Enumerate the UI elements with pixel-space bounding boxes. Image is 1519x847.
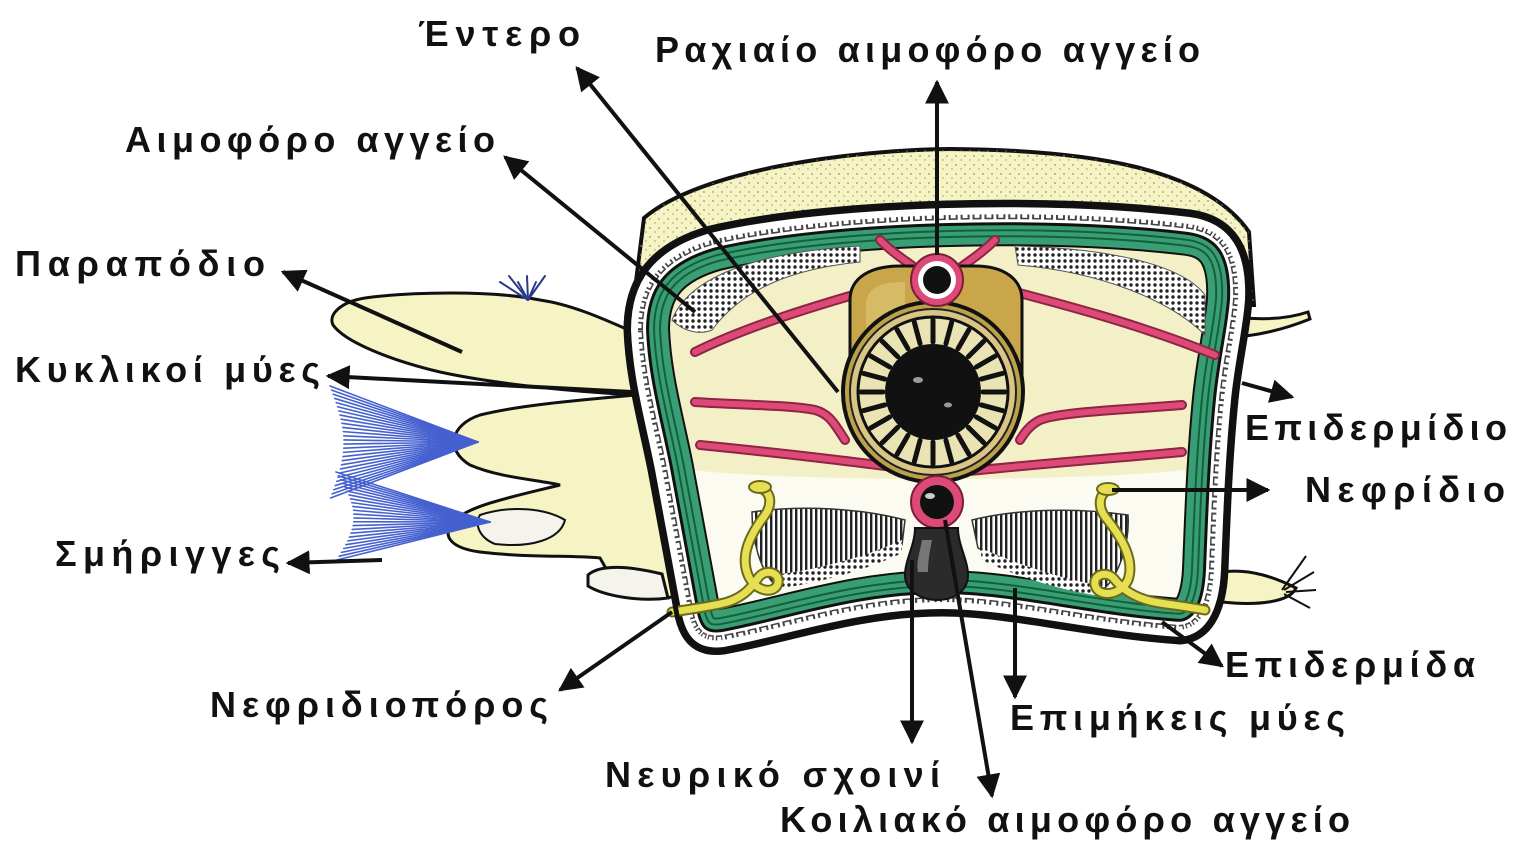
lumen-fleck <box>944 403 952 408</box>
intestine-lumen <box>885 344 981 440</box>
label-parapodium: Παραπόδιο <box>15 243 265 284</box>
label-dorsal-vessel: Ραχιαίο αιμοφόρο αγγείο <box>655 29 1200 70</box>
label-ventral-vessel: Κοιλιακό αιμοφόρο αγγείο <box>780 799 1350 840</box>
ventral-vessel-highlight <box>925 493 935 499</box>
dorsal-blood-vessel <box>911 254 963 306</box>
ventral-vessel-lumen <box>920 485 954 519</box>
ventral-blood-vessel <box>911 476 963 528</box>
lumen-fleck <box>913 377 923 383</box>
dorsal-vessel-lumen <box>923 266 951 294</box>
label-longitudinal-muscles: Επιμήκεις μύες <box>1010 697 1345 738</box>
chaeta <box>527 276 528 300</box>
nephrostome-left <box>749 481 771 493</box>
